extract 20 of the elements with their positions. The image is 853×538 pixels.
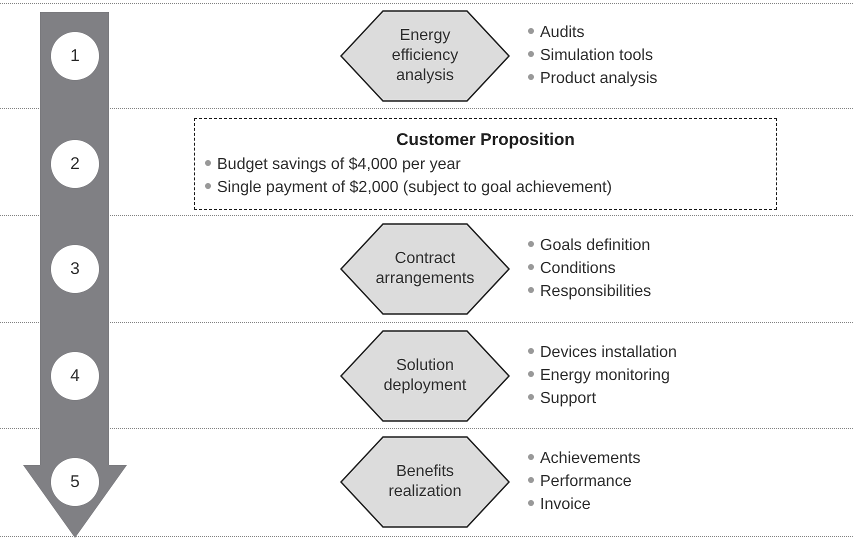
bullet-item: Audits <box>528 21 584 44</box>
bullet-item: Invoice <box>528 493 591 516</box>
bullet-item: Conditions <box>528 257 616 280</box>
bullet-item: Budget savings of $4,000 per year <box>205 153 461 176</box>
bullet-item: Responsibilities <box>528 280 652 303</box>
bullet-item: Devices installation <box>528 341 677 364</box>
bullet-item: Single payment of $2,000 (subject to goal achievement) <box>205 176 612 199</box>
bullet-item: Energy monitoring <box>528 364 670 387</box>
bullet-item: Simulation tools <box>528 44 653 67</box>
bullet-item: Achievements <box>528 447 640 470</box>
step-label: Contract arrangements <box>374 249 476 289</box>
bullet-item: Product analysis <box>528 67 658 90</box>
dashed-proposition-box <box>194 118 777 210</box>
bullet-item: Performance <box>528 470 632 493</box>
step-label: Benefits realization <box>388 462 462 502</box>
bullet-item: Goals definition <box>528 234 650 257</box>
step-label: Solution deployment <box>382 356 468 396</box>
proposition-title: Customer Proposition <box>395 129 576 151</box>
step-label: Energy efficiency analysis <box>390 26 460 86</box>
bullet-item: Support <box>528 387 596 410</box>
